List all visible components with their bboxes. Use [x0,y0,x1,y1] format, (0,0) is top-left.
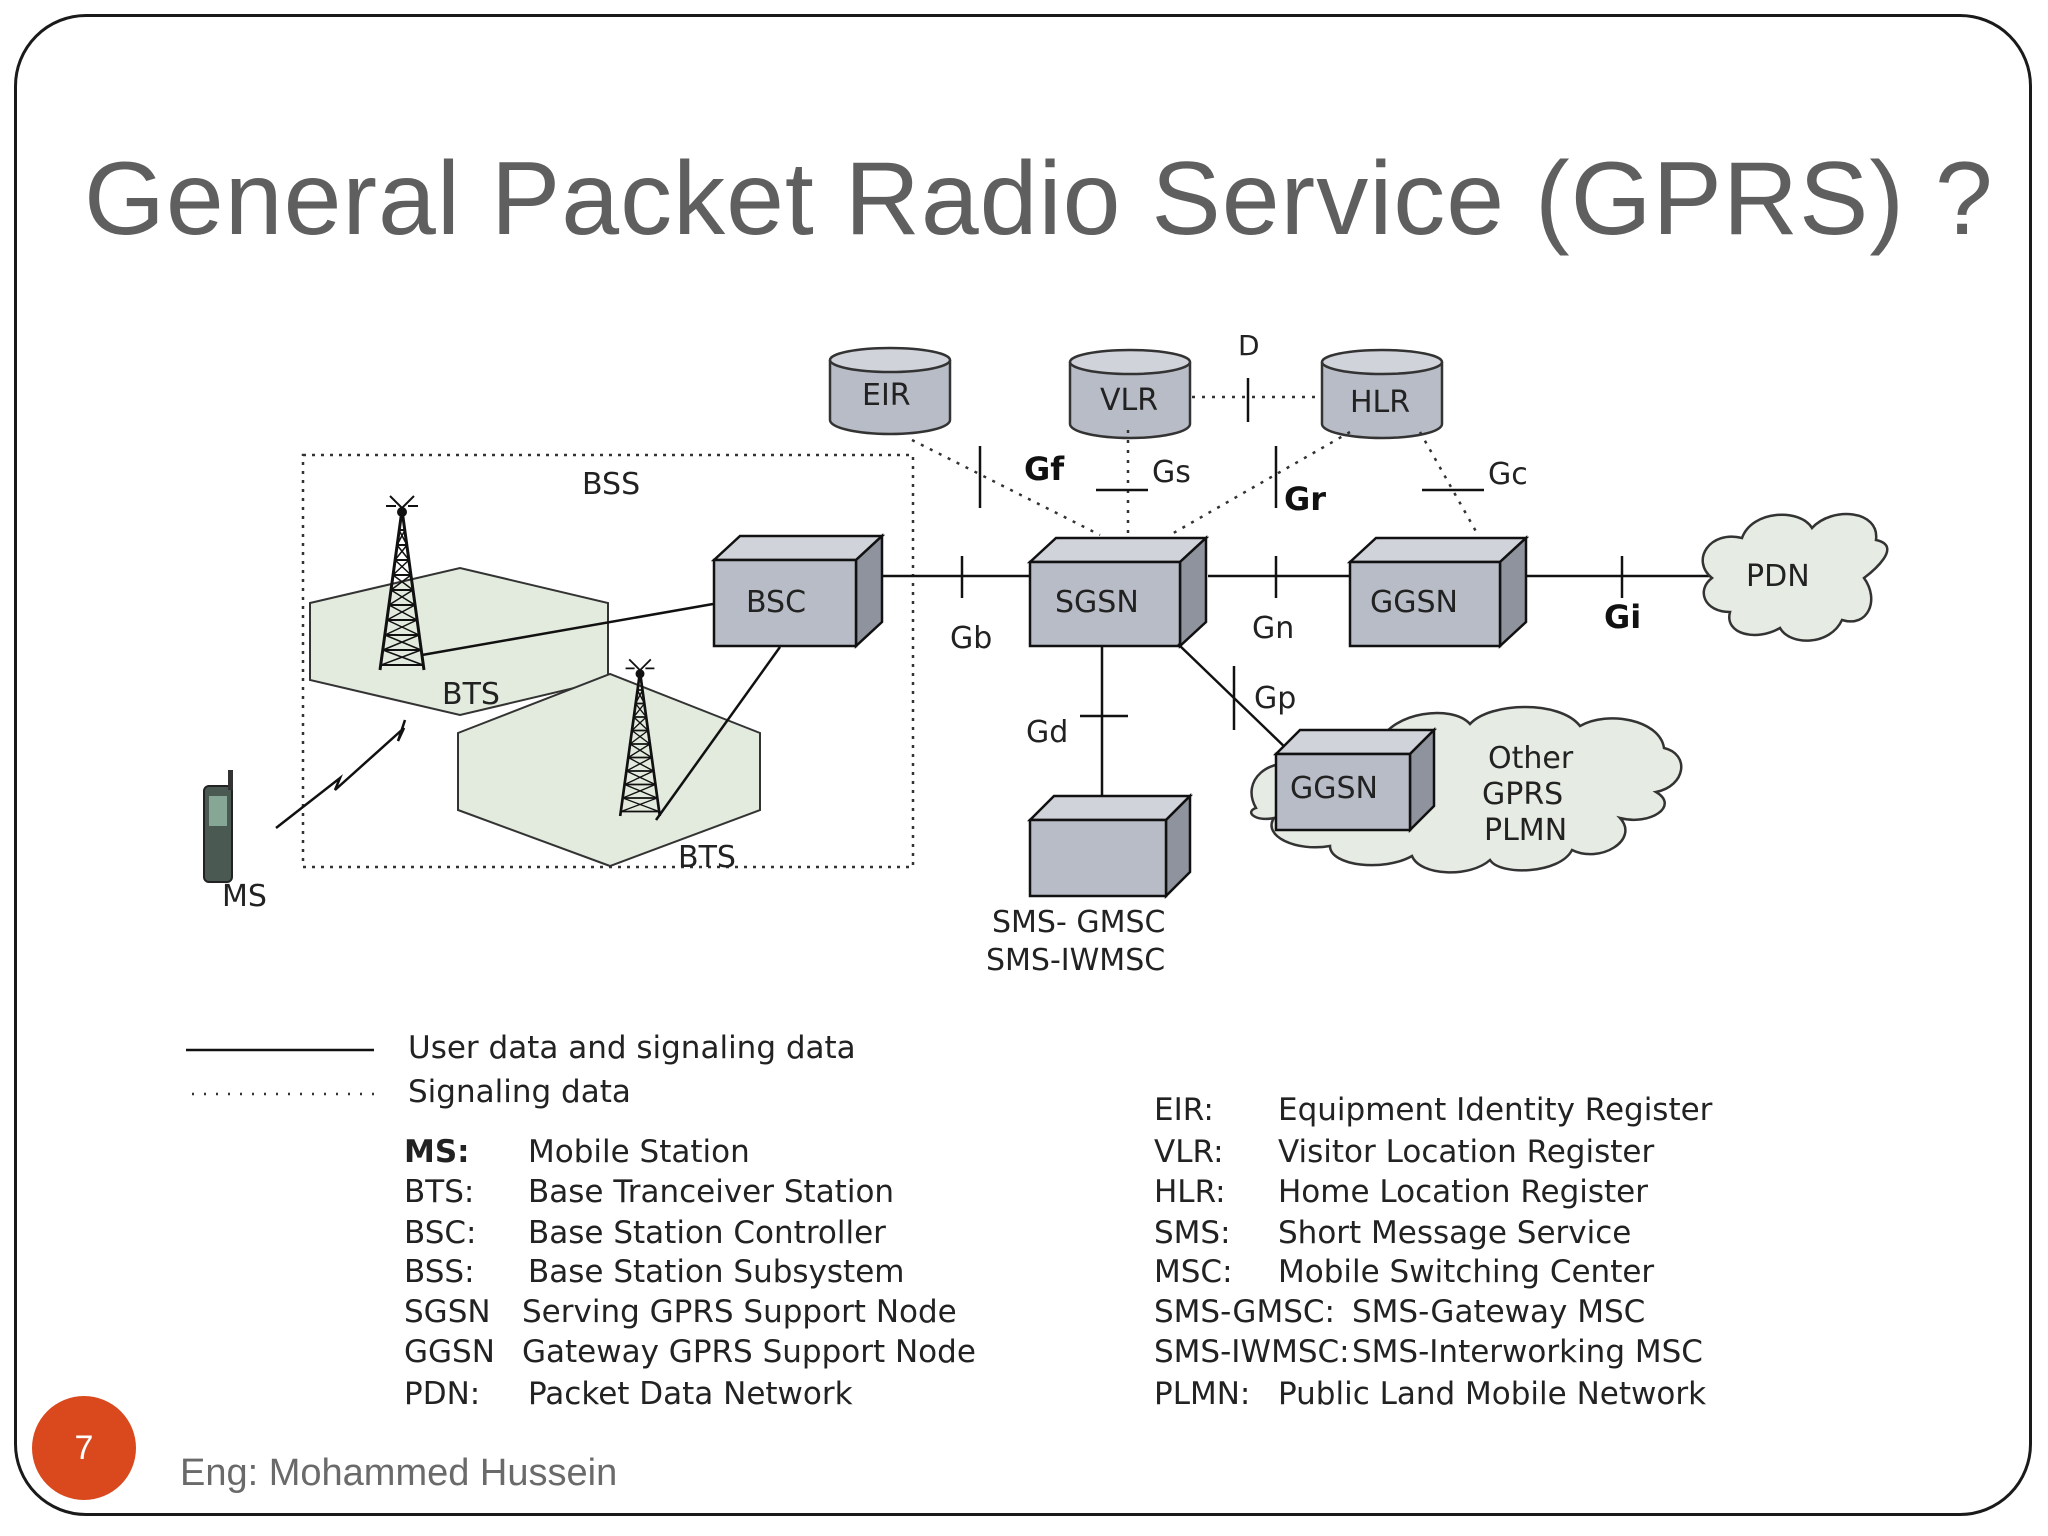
sms-gmsc-label-1: SMS- GMSC [992,905,1165,940]
abbr-left-5: GGSN [404,1334,495,1370]
bsc-label: BSC [746,585,806,620]
abbreviations-right: EIR: Equipment Identity Register VLR: Vi… [1154,1092,1713,1412]
interface-gi-label: Gi [1604,598,1641,636]
slide-title: General Packet Radio Service (GPRS) ? [84,141,1994,257]
bsc-node [710,533,886,649]
interface-gn-label: Gn [1252,611,1294,646]
ms-label: MS [222,879,267,914]
pdn-cloud [1701,512,1889,642]
interface-d-label: D [1238,329,1260,362]
abbr-right-7-desc: Public Land Mobile Network [1278,1376,1706,1412]
abbr-left-4: SGSN [404,1294,491,1330]
interface-gf-label: Gf [1024,450,1065,488]
abbr-right-2: HLR: [1154,1174,1226,1210]
abbr-left-3-desc: Base Station Subsystem [528,1254,904,1290]
abbr-right-4-desc: Mobile Switching Center [1278,1254,1654,1290]
interface-gd-label: Gd [1026,715,1068,750]
abbreviations-left: MS: Mobile Station BTS: Base Tranceiver … [404,1134,976,1412]
pdn-label: PDN [1746,559,1810,594]
other-plmn-label-3: PLMN [1484,813,1567,848]
bss-label: BSS [582,467,640,502]
slide-number-badge: 7 [32,1396,136,1500]
footer-author: Eng: Mohammed Hussein [180,1452,618,1494]
hlr-label: HLR [1350,385,1410,420]
abbr-right-3: SMS: [1154,1215,1231,1251]
bts-cell-2 [457,672,761,868]
interface-gp-label: Gp [1254,681,1296,716]
abbr-right-5-desc: SMS-Gateway MSC [1352,1294,1645,1330]
legend-solid-label: User data and signaling data [408,1030,856,1066]
other-plmn-label-2: GPRS [1482,777,1563,812]
abbr-left-0: MS: [404,1134,470,1170]
interface-gs-label: Gs [1152,455,1191,490]
abbr-left-6: PDN: [404,1376,480,1412]
radio-link-icon [275,719,407,829]
abbr-right-7: PLMN: [1154,1376,1250,1412]
ggsn-node [1346,535,1530,649]
eir-label: EIR [862,378,911,413]
vlr-database [1068,348,1192,440]
abbr-right-5: SMS-GMSC: [1154,1294,1335,1330]
abbr-right-3-desc: Short Message Service [1278,1215,1631,1251]
sgsn-label: SGSN [1055,585,1139,620]
abbr-left-1: BTS: [404,1174,474,1210]
ggsn-other-node [1272,726,1438,834]
ggsn-other-label: GGSN [1290,771,1378,806]
legend-dotted-label: Signaling data [408,1074,631,1110]
abbr-right-6: SMS-IWMSC: [1154,1334,1350,1370]
slide-frame [14,14,2032,1516]
abbr-right-1: VLR: [1154,1134,1224,1170]
abbr-right-0: EIR: [1154,1092,1214,1128]
sms-gmsc-node [1026,792,1194,900]
abbr-left-4-desc: Serving GPRS Support Node [522,1294,957,1330]
abbr-right-0-desc: Equipment Identity Register [1278,1092,1713,1128]
abbr-left-0-desc: Mobile Station [528,1134,750,1170]
abbr-left-2: BSC: [404,1215,477,1251]
abbr-right-6-desc: SMS-Interworking MSC [1352,1334,1703,1370]
abbr-left-1-desc: Base Tranceiver Station [528,1174,894,1210]
bss-boundary [301,453,915,869]
sms-gmsc-label-2: SMS-IWMSC [986,943,1165,978]
other-plmn-label-1: Other [1488,741,1574,776]
interface-gc-label: Gc [1488,457,1528,492]
vlr-label: VLR [1100,383,1158,418]
interface-gb-label: Gb [950,621,992,656]
abbr-right-1-desc: Visitor Location Register [1278,1134,1654,1170]
abbr-right-4: MSC: [1154,1254,1233,1290]
sgsn-node [1026,535,1210,649]
hlr-database [1320,348,1444,440]
abbr-left-2-desc: Base Station Controller [528,1215,886,1251]
abbr-left-5-desc: Gateway GPRS Support Node [522,1334,976,1370]
abbr-left-3: BSS: [404,1254,475,1290]
abbr-left-6-desc: Packet Data Network [528,1376,853,1412]
interface-gr-label: Gr [1284,480,1326,518]
bts-label-2: BTS [678,840,736,875]
ggsn-label: GGSN [1370,585,1458,620]
eir-database [828,346,952,436]
mobile-phone-icon [203,770,233,883]
abbr-right-2-desc: Home Location Register [1278,1174,1648,1210]
bts-label-1: BTS [442,677,500,712]
